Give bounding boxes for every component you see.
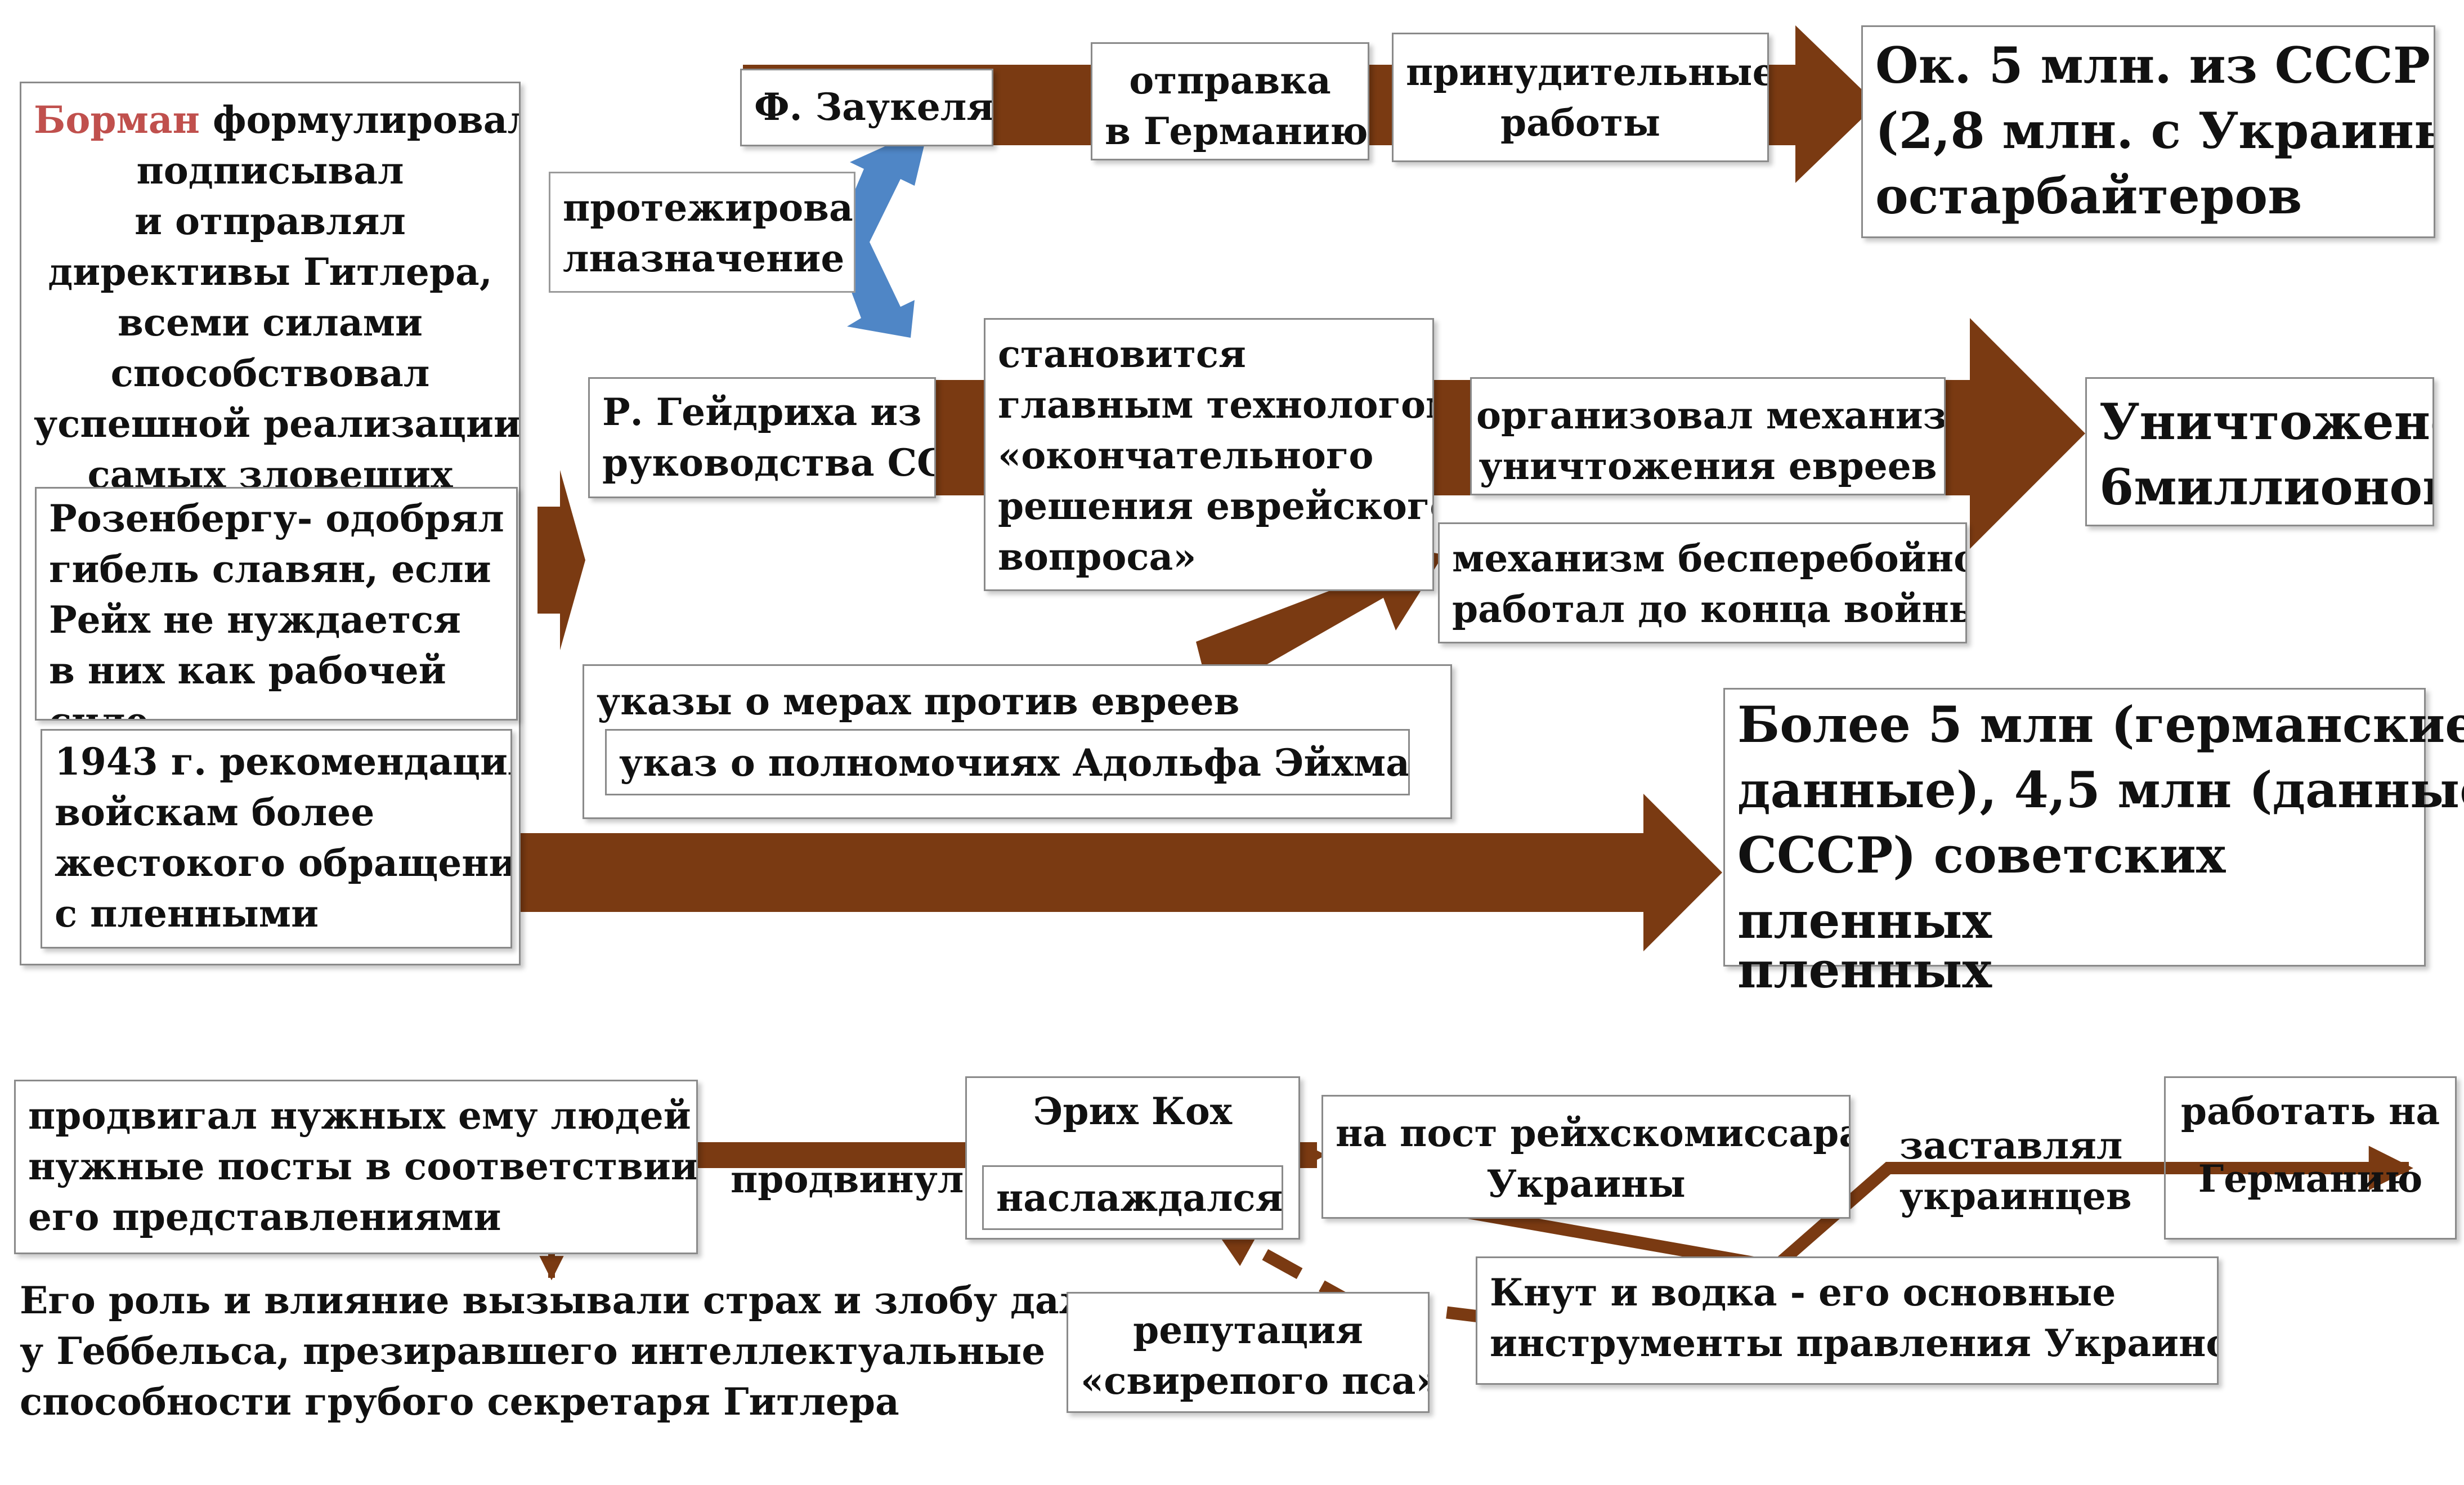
work-in-germany-line-1: работать на bbox=[2180, 1089, 2440, 1133]
eichmann-line: указ о полномочиях Адольфа Эйхмана bbox=[619, 741, 1410, 785]
rosenberg-line-5: силе bbox=[49, 696, 504, 719]
bormann-line-4: директивы Гитлера, bbox=[48, 250, 492, 294]
promoted-people-line-1: продвигал нужных ему людей на bbox=[28, 1094, 698, 1138]
promoted-people-box: продвигал нужных ему людей на нужные пос… bbox=[14, 1080, 698, 1254]
bormann-name: Борман bbox=[34, 98, 200, 142]
arrow-patronage-double bbox=[833, 127, 929, 338]
promoted-label: продвинул bbox=[731, 1157, 964, 1201]
technologist-line-5: вопроса» bbox=[998, 535, 1197, 579]
ostarbeiter-line-3: остарбайтеров bbox=[1875, 167, 2302, 225]
mechanism-worked-line-2: работал до конца войны bbox=[1452, 587, 1967, 631]
rosenberg-line-4: в них как рабочей bbox=[49, 648, 446, 692]
reichskommissar-box: на пост рейхскомиссара Украины bbox=[1321, 1095, 1851, 1219]
pows-line-2: данные), 4,5 млн (данные bbox=[1737, 761, 2464, 819]
forced-labor-line-2: работы bbox=[1500, 101, 1660, 145]
pows-box: Более 5 млн (германские данные), 4,5 млн… bbox=[1723, 688, 2464, 999]
mechanism-line-1: организовал механизм bbox=[1476, 393, 1946, 437]
whip-line-1: Кнут и водка - его основные bbox=[1490, 1271, 2116, 1314]
bormann-line-5: всеми силами bbox=[117, 301, 423, 345]
bormann-line-3: и отправлял bbox=[135, 199, 406, 243]
bormann-line-7: успешной реализации bbox=[34, 402, 521, 446]
ostarbeiter-box: Ок. 5 млн. из СССР (2,8 млн. с Украины) … bbox=[1861, 25, 2435, 238]
reichskommissar-line-2: Украины bbox=[1486, 1162, 1686, 1206]
ostarbeiter-line-1: Ок. 5 млн. из СССР bbox=[1875, 36, 2430, 95]
technologist-line-2: главным технологом bbox=[998, 383, 1434, 427]
work-in-germany-box: работать на Германию bbox=[2164, 1076, 2457, 1240]
patronage-line-2: лназначение bbox=[563, 236, 845, 280]
technologist-line-3: «окончательного bbox=[998, 433, 1374, 477]
destroyed-line-1: Уничтожено bbox=[2099, 392, 2434, 451]
rosenberg-line-2: гибель славян, если bbox=[49, 547, 491, 591]
reichskommissar-line-1: на пост рейхскомиссара bbox=[1336, 1111, 1851, 1155]
pows-line-3: СССР) советских bbox=[1737, 826, 2226, 884]
bormann-line-1: Борман формулировал, bbox=[34, 98, 521, 142]
fear-line-2: у Геббельса, презиравшего интеллектуальн… bbox=[20, 1329, 1046, 1373]
fear-line-1: Его роль и влияние вызывали страх и злоб… bbox=[20, 1278, 1121, 1322]
destroyed-line-2: 6миллионов bbox=[2099, 458, 2434, 516]
pows-line-1: Более 5 млн (германские bbox=[1737, 695, 2464, 754]
forced-labor-box: принудительные работы bbox=[1392, 33, 1769, 162]
pows-line-4: пленных bbox=[1737, 891, 1992, 950]
whip-box: Кнут и водка - его основные инструменты … bbox=[1476, 1256, 2219, 1385]
bormann-line-6: способствовал bbox=[110, 351, 430, 395]
destroyed-box: Уничтожено 6миллионов bbox=[2085, 377, 2434, 526]
technologist-line-4: решения еврейского bbox=[998, 484, 1434, 528]
sauckel-label: Ф. Заукеля bbox=[754, 85, 993, 129]
mechanism-worked-line-1: механизм бесперебойно bbox=[1452, 536, 1967, 580]
decrees-line: указы о мерах против евреев bbox=[597, 679, 1240, 723]
bormann-line-2: подписывал bbox=[136, 149, 404, 193]
forced-ukrainians-line-1: заставлял bbox=[1899, 1124, 2123, 1168]
heydrich-line-1: Р. Гейдриха из bbox=[602, 390, 922, 434]
recommendation-line-1: 1943 г. рекомендация bbox=[55, 740, 512, 784]
sent-to-germany-box: отправка в Германию bbox=[1091, 42, 1369, 160]
eichmann-box: указ о полномочиях Адольфа Эйхмана bbox=[605, 729, 1410, 795]
mechanism-line-2: уничтожения евреев bbox=[1479, 444, 1937, 488]
koch-enjoyed: наслаждался bbox=[996, 1176, 1283, 1220]
reputation-line-1: репутация bbox=[1133, 1308, 1363, 1352]
recommendation-line-2: войскам более bbox=[55, 790, 375, 834]
sauckel-box: Ф. Заукеля bbox=[740, 69, 993, 146]
technologist-box: становится главным технологом «окончател… bbox=[984, 318, 1434, 591]
forced-ukrainians-label: заставлял украинцев bbox=[1899, 1120, 2136, 1233]
heydrich-line-2: руководства СС bbox=[602, 441, 936, 485]
arrow-recommendation-pows bbox=[515, 794, 1722, 951]
fear-text: Его роль и влияние вызывали страх и злоб… bbox=[20, 1275, 1121, 1438]
promoted-people-line-2: нужные посты в соответствии с bbox=[28, 1144, 698, 1188]
heydrich-box: Р. Гейдриха из руководства СС bbox=[588, 377, 936, 498]
sent-to-germany-line-1: отправка bbox=[1129, 59, 1331, 102]
reputation-box: репутация «свирепого пса» bbox=[1067, 1292, 1430, 1413]
work-in-germany-line-2: Германию bbox=[2198, 1157, 2423, 1201]
fear-line-3: способности грубого секретаря Гитлера bbox=[20, 1380, 899, 1424]
recommendation-box: 1943 г. рекомендация войскам более жесто… bbox=[41, 729, 512, 949]
recommendation-line-3: жестокого обращения bbox=[55, 841, 512, 885]
reputation-line-2: «свирепого пса» bbox=[1081, 1359, 1430, 1403]
koch-name: Эрих Кох bbox=[1033, 1089, 1233, 1133]
whip-line-2: инструменты правления Украиной bbox=[1490, 1321, 2219, 1365]
sent-to-germany-line-2: в Германию bbox=[1105, 109, 1368, 153]
rosenberg-box: Розенбергу- одобрял гибель славян, если … bbox=[35, 487, 518, 721]
patronage-line-1: протежирова bbox=[563, 186, 853, 230]
arrow-bormann-center bbox=[537, 470, 585, 650]
ostarbeiter-line-2: (2,8 млн. с Украины) bbox=[1875, 101, 2435, 160]
rosenberg-line-3: Рейх не нуждается bbox=[49, 598, 461, 642]
mechanism-box: организовал механизм уничтожения евреев bbox=[1470, 377, 1946, 495]
recommendation-line-4: с пленными bbox=[55, 892, 319, 936]
rosenberg-line-1: Розенбергу- одобрял bbox=[49, 497, 504, 540]
forced-labor-line-1: принудительные bbox=[1406, 50, 1769, 94]
pows-line-5: пленных bbox=[1737, 941, 1992, 999]
patronage-box: протежирова лназначение bbox=[549, 172, 855, 293]
mechanism-worked-box: механизм бесперебойно работал до конца в… bbox=[1438, 522, 1967, 643]
promoted-people-line-3: его представлениями bbox=[28, 1195, 501, 1239]
forced-ukrainians-line-2: украинцев bbox=[1899, 1174, 2132, 1218]
koch-enjoyed-box: наслаждался bbox=[982, 1165, 1283, 1230]
technologist-line-1: становится bbox=[998, 332, 1246, 376]
